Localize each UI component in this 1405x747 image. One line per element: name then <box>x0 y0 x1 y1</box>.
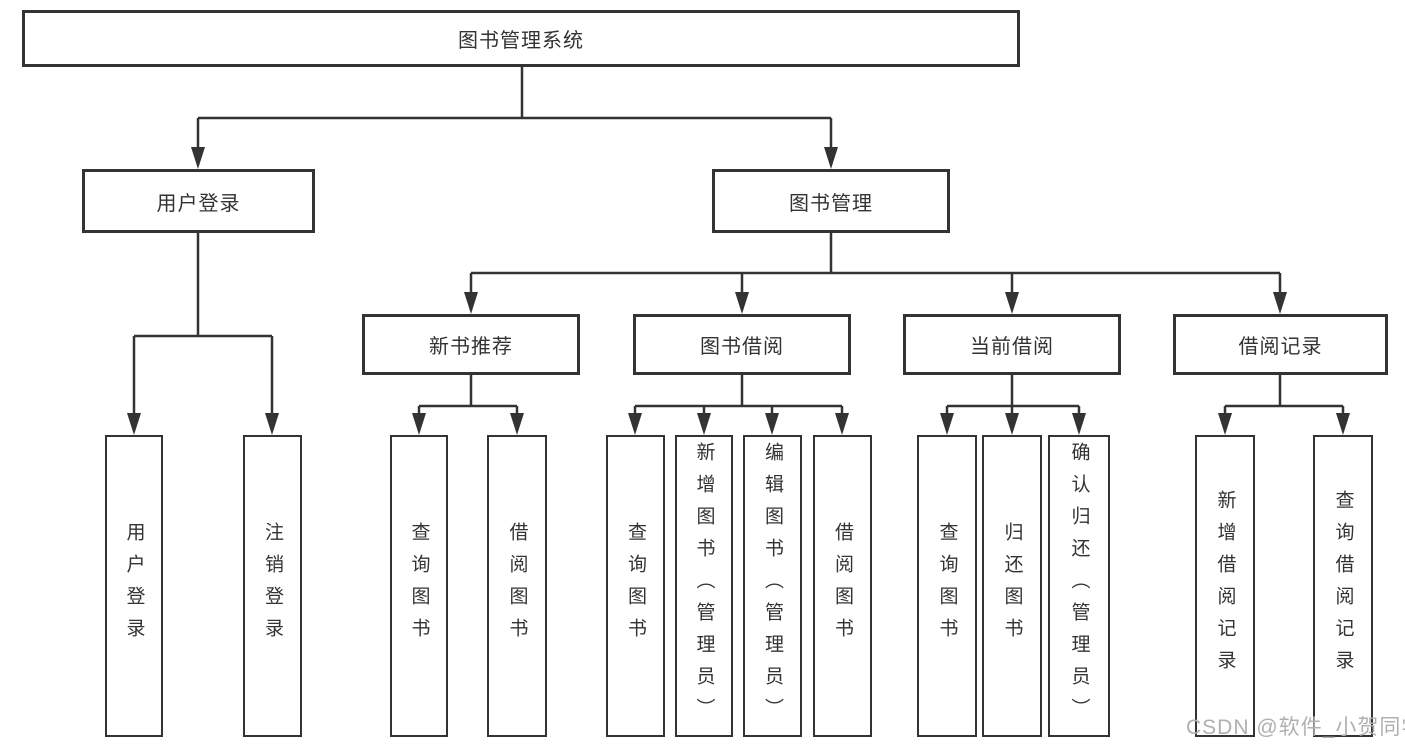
leaf-borrow-edit-admin: 编辑图书（管理员） <box>743 435 802 737</box>
leaf-return-book: 归还图书 <box>982 435 1042 737</box>
leaf-borrow-query: 查询图书 <box>606 435 665 737</box>
arrowhead <box>697 413 711 435</box>
leaf-record-query: 查询借阅记录 <box>1313 435 1373 737</box>
node-new-book-recommend: 新书推荐 <box>362 314 580 375</box>
leaf-borrow-add-admin: 新增图书（管理员） <box>675 435 733 737</box>
leaf-borrow-query-label: 查询图书 <box>625 522 646 650</box>
arrowhead <box>1072 413 1086 435</box>
arrowhead <box>765 413 779 435</box>
arrowhead <box>510 413 524 435</box>
leaf-user-login: 用户登录 <box>105 435 163 737</box>
connector-book-mgmt-children <box>464 233 1287 314</box>
leaf-newbook-query: 查询图书 <box>390 435 448 737</box>
leaf-borrow-add-admin-label: 新增图书（管理员） <box>693 442 715 730</box>
arrowhead <box>1005 292 1019 314</box>
arrowhead <box>265 413 279 435</box>
leaf-logout-label: 注销登录 <box>262 522 283 650</box>
arrowhead <box>127 413 141 435</box>
connector-root-to-level2 <box>191 67 838 169</box>
node-borrow-record: 借阅记录 <box>1173 314 1388 375</box>
connector-new-book-children <box>412 375 524 435</box>
leaf-current-query-label: 查询图书 <box>936 522 958 650</box>
leaf-newbook-borrow: 借阅图书 <box>487 435 547 737</box>
arrowhead <box>464 292 478 314</box>
leaf-current-query: 查询图书 <box>917 435 977 737</box>
arrowhead <box>835 413 849 435</box>
leaf-record-add-label: 新增借阅记录 <box>1214 490 1236 682</box>
arrowhead <box>1273 292 1287 314</box>
arrowhead <box>191 147 205 169</box>
arrowhead <box>1218 413 1232 435</box>
leaf-confirm-return-admin-label: 确认归还（管理员） <box>1068 442 1090 730</box>
leaf-borrow-edit-admin-label: 编辑图书（管理员） <box>762 442 783 730</box>
arrowhead <box>824 147 838 169</box>
arrowhead <box>1336 413 1350 435</box>
leaf-borrow-book: 借阅图书 <box>813 435 872 737</box>
leaf-borrow-book-label: 借阅图书 <box>832 522 853 650</box>
arrowhead <box>940 413 954 435</box>
connector-borrow-record-children <box>1218 375 1350 435</box>
connector-book-borrow-children <box>628 375 849 435</box>
leaf-newbook-borrow-label: 借阅图书 <box>506 522 528 650</box>
node-user-login: 用户登录 <box>82 169 315 233</box>
connector-current-borrow-children <box>940 375 1086 435</box>
leaf-confirm-return-admin: 确认归还（管理员） <box>1048 435 1110 737</box>
connector-user-login-children <box>127 233 279 435</box>
node-root: 图书管理系统 <box>22 10 1020 67</box>
csdn-watermark: CSDN @软件_小贺同学 <box>1186 716 1405 739</box>
leaf-record-add: 新增借阅记录 <box>1195 435 1255 737</box>
arrowhead <box>735 292 749 314</box>
arrowhead <box>412 413 426 435</box>
arrowhead <box>1005 413 1019 435</box>
leaf-logout: 注销登录 <box>243 435 302 737</box>
leaf-user-login-label: 用户登录 <box>123 522 145 650</box>
leaf-newbook-query-label: 查询图书 <box>408 522 430 650</box>
node-book-mgmt: 图书管理 <box>712 169 950 233</box>
node-book-borrow: 图书借阅 <box>633 314 851 375</box>
arrowhead <box>628 413 642 435</box>
leaf-return-book-label: 归还图书 <box>1001 522 1023 650</box>
node-current-borrow: 当前借阅 <box>903 314 1121 375</box>
leaf-record-query-label: 查询借阅记录 <box>1332 490 1354 682</box>
